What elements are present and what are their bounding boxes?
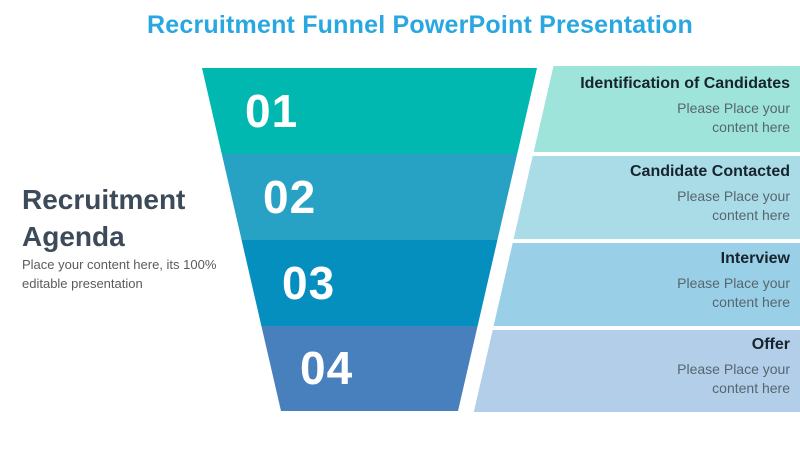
funnel-step-label-2: Candidate Contacted — [629, 163, 790, 180]
agenda-heading: Recruitment Agenda — [22, 184, 186, 252]
funnel-step-text-3: Interview Please Place your content here — [520, 250, 790, 312]
funnel-step-number-3: 03 — [282, 257, 336, 309]
agenda-body: Place your content here, its 100% editab… — [22, 257, 217, 291]
slide-title: Recruitment Funnel PowerPoint Presentati… — [147, 11, 693, 39]
funnel-step-text-1: Identification of Candidates Please Plac… — [520, 75, 790, 137]
funnel-step-number-2: 02 — [263, 171, 317, 223]
funnel-step-text-2: Candidate Contacted Please Place your co… — [520, 163, 790, 225]
funnel-step-label-4: Offer — [751, 336, 790, 353]
funnel-step-body-1: Please Place your content here — [677, 100, 790, 135]
funnel-step-label-3: Interview — [720, 250, 790, 267]
funnel-step-text-4: Offer Please Place your content here — [520, 336, 790, 398]
funnel-step-body-2: Please Place your content here — [677, 188, 790, 223]
funnel-step-label-1: Identification of Candidates — [580, 75, 790, 92]
funnel-step-body-4: Please Place your content here — [677, 361, 790, 396]
funnel-step-number-1: 01 — [245, 85, 299, 137]
funnel-step-body-3: Please Place your content here — [677, 275, 790, 310]
funnel-step-number-4: 04 — [300, 342, 354, 394]
